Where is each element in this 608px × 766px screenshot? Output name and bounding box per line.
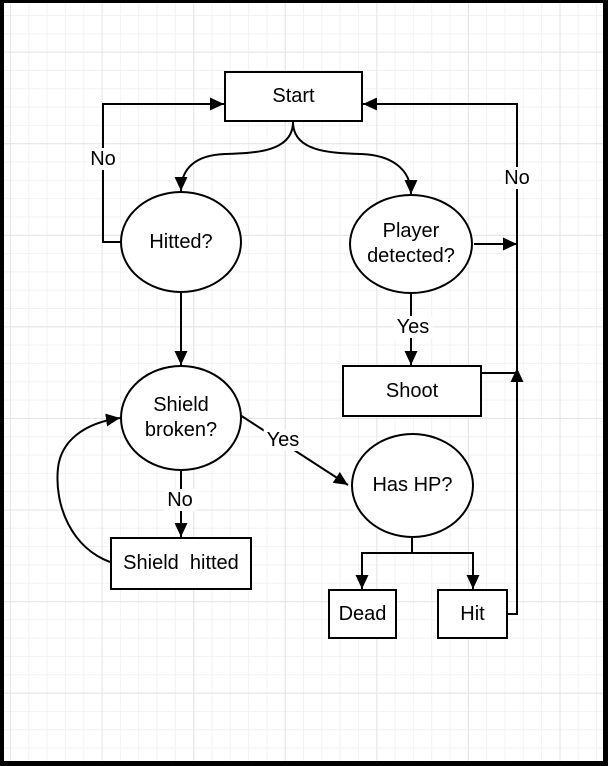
node-label-hitted: Hitted? [149, 230, 213, 253]
node-start[interactable]: Start [224, 71, 363, 122]
node-label-hit: Hit [460, 602, 485, 625]
node-label-start: Start [272, 85, 315, 107]
edge-hitted-no-to-start[interactable] [102, 97, 224, 243]
node-has-hp[interactable]: Has HP? [351, 433, 474, 538]
edge-has-hp-to-hit[interactable] [411, 538, 480, 589]
node-shield-hitted[interactable]: Shield hitted [110, 537, 252, 590]
node-hit[interactable]: Hit [437, 589, 508, 639]
edge-label-no-hitted-loop[interactable]: No [87, 148, 119, 170]
edge-has-hp-to-dead[interactable] [355, 538, 413, 589]
node-label-dead: Dead [338, 602, 387, 625]
edge-shield-hitted-to-shield-broken[interactable] [56, 413, 121, 563]
edge-hit-merge-up[interactable] [508, 368, 524, 615]
edge-label-yes-shield-broken[interactable]: Yes [263, 429, 303, 451]
node-hitted[interactable]: Hitted? [120, 191, 242, 293]
node-label-has-hp: Has HP? [372, 474, 453, 496]
edge-start-to-hitted[interactable] [174, 121, 294, 192]
node-dead[interactable]: Dead [328, 589, 397, 639]
node-player-detected[interactable]: Player detected? [349, 194, 473, 294]
node-shoot[interactable]: Shoot [342, 365, 482, 417]
node-label-shoot: Shoot [385, 379, 439, 402]
node-label-shield-hitted: Shield hitted [123, 552, 239, 574]
edge-label-no-player-detected[interactable]: No [501, 167, 533, 189]
edge-start-to-player-detected[interactable] [292, 121, 418, 195]
edge-shoot-to-start[interactable] [363, 97, 518, 374]
edge-label-no-shield-broken[interactable]: No [164, 489, 196, 511]
node-label-shield-broken: Shield broken? [144, 394, 218, 441]
node-label-player-detected: Player detected? [367, 220, 455, 267]
edge-label-yes-player-detected[interactable]: Yes [393, 316, 433, 338]
node-shield-broken[interactable]: Shield broken? [120, 365, 242, 471]
